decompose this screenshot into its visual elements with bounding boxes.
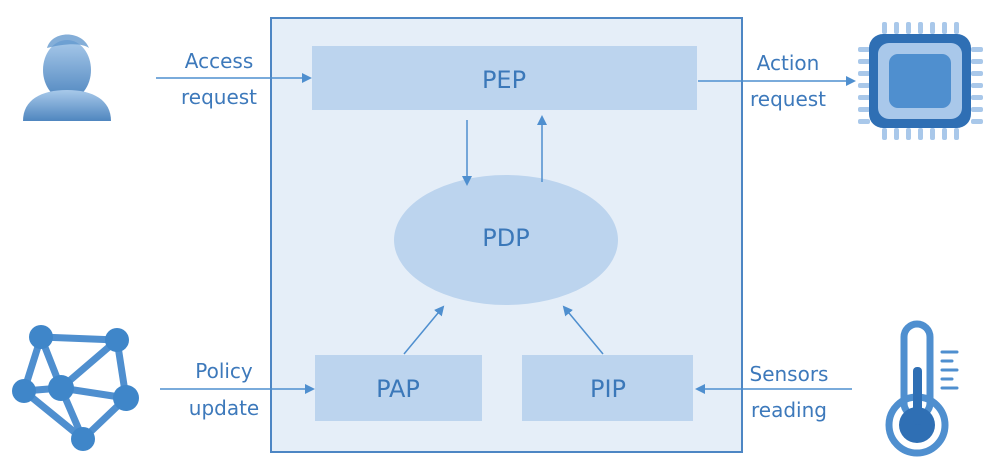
policy-update-label-line2: update [189,396,259,420]
thermometer-icon [885,320,959,457]
pap-to-pdp-arrow [403,305,445,355]
pdp-node [394,175,618,305]
pap-node [315,355,482,421]
pep-label: PEP [482,66,526,94]
pep-node [312,46,697,110]
policy-update-label-line1: Policy [195,359,253,383]
pip-to-pdp-arrow [562,305,604,355]
sensors-reading-label-line1: Sensors [750,362,829,386]
network-graph-icon [12,325,139,451]
pip-node [522,355,693,421]
processor-chip-icon [858,22,983,140]
access-request-label-line1: Access [185,49,253,73]
pap-label: PAP [376,375,420,403]
pdp-label: PDP [482,224,529,252]
access-request-label-line2: request [181,85,257,109]
action-request-label-line2: request [750,87,826,111]
user-icon [23,34,111,121]
action-request-label-line1: Action [757,51,820,75]
pip-label: PIP [590,375,626,403]
sensors-reading-label-line2: reading [751,398,827,422]
